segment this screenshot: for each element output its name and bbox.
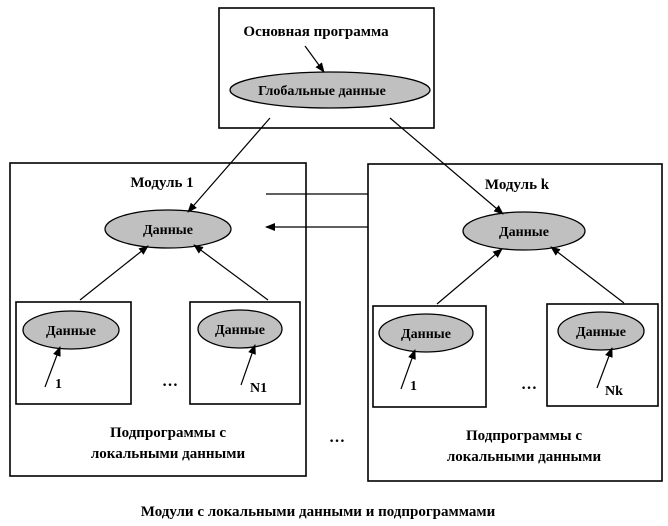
module-1-ellipsis: … (162, 373, 178, 390)
module-1-data-label: Данные (143, 223, 193, 238)
module-1-subprogram-n1-index: N1 (250, 381, 267, 396)
module-k-ellipsis: … (521, 376, 537, 393)
module-1-sub-1-to-data-arrow (79, 245, 149, 301)
module-k-caption-line-1: Подпрограммы с (466, 428, 582, 444)
module-1-caption-line-1: Подпрограммы с (110, 425, 226, 441)
module-1-data-ellipse (104, 209, 232, 249)
module-1-sub-n1-to-data-arrow (193, 244, 269, 301)
module-k-subprogram-nk-data-ellipse (557, 311, 645, 351)
global-data-ellipse (229, 71, 431, 109)
module-k-subprogram-nk-data-label: Данные (576, 325, 626, 340)
module-k-subprogram-nk-index-arrow (596, 347, 613, 389)
module-1-subprogram-1-index-arrow (44, 346, 61, 388)
module-k-subprogram-1-index-arrow (400, 349, 416, 390)
module-1-subprogram-1-data-ellipse (22, 310, 120, 350)
between-modules-ellipsis: … (329, 429, 345, 446)
global-data-label: Глобальные данные (258, 84, 386, 99)
module-k-subprogram-1-data-ellipse (378, 313, 474, 353)
module-1-subprogram-1-data-label: Данные (46, 324, 96, 339)
module-k-subprogram-1-index: 1 (410, 379, 417, 394)
module-1-subprogram-n1-data-label: Данные (215, 323, 265, 338)
main-to-global-arrow (304, 45, 325, 73)
module-k-caption-line-2: локальными данными (447, 449, 602, 465)
main-program-title: Основная программа (243, 24, 389, 40)
module-k-sub-nk-to-data-arrow (550, 246, 625, 304)
module-k-subprogram-nk-index: Nk (605, 384, 623, 399)
module-k-data-label: Данные (499, 225, 549, 240)
module-k-data-ellipse (462, 211, 586, 251)
module-k-title: Модуль k (485, 177, 550, 193)
module-1-subprogram-n1-data-ellipse (197, 309, 283, 349)
global-to-module-1-arrow (187, 117, 271, 213)
module-k-subprogram-1-data-label: Данные (401, 327, 451, 342)
module-1-caption-line-2: локальными данными (91, 446, 246, 462)
module-1-subprogram-1-index: 1 (55, 377, 62, 392)
module-1-subprogram-n1-index-arrow (240, 344, 256, 386)
module-k-sub-1-to-data-arrow (436, 248, 503, 305)
module-1-title: Модуль 1 (130, 175, 193, 191)
global-to-module-k-arrow (389, 117, 504, 215)
figure-caption: Модули с локальными данными и подпрограм… (141, 504, 496, 520)
